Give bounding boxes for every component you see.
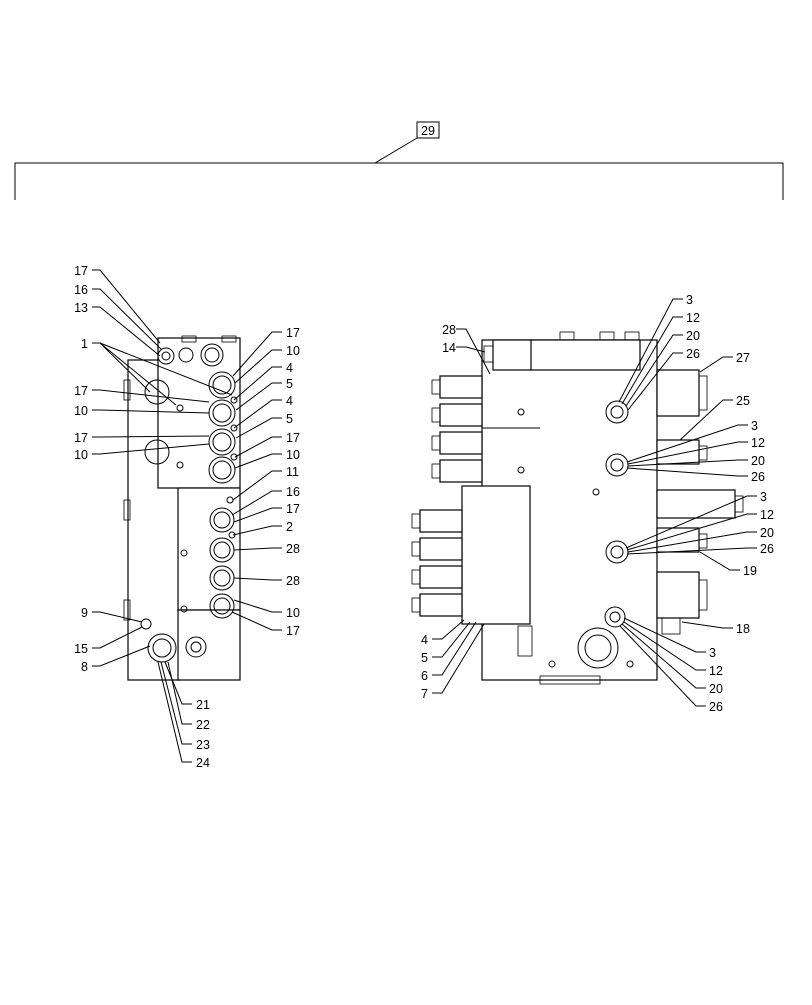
callout-label: 3 [709,646,716,660]
left-leaders [92,269,282,763]
callout-label: 17 [74,384,88,398]
callout-label: 10 [286,606,300,620]
callout-label: 20 [709,682,723,696]
callout-label: 22 [196,718,210,732]
callout-label: 26 [709,700,723,714]
callout-label: 15 [74,642,88,656]
left-valve-view: 17 16 13 1 17 10 17 10 17 10 4 5 4 5 17 … [74,264,300,770]
callout-label: 5 [286,377,293,391]
callout-label: 10 [74,448,88,462]
callout-label: 16 [74,283,88,297]
callout-label: 3 [751,419,758,433]
callout-label: 27 [736,351,750,365]
callout-label: 1 [81,337,88,351]
right-side-actuators [656,369,744,635]
callout-label: 24 [196,756,210,770]
callout-label: 3 [760,490,767,504]
left-callout-labels: 17 16 13 1 17 10 17 10 17 10 4 5 4 5 17 … [74,264,300,770]
callout-label: 20 [751,454,765,468]
callout-label: 12 [751,436,765,450]
right-valve-view: 28 14 3 12 20 26 27 25 3 12 20 26 3 12 2… [411,293,774,714]
callout-label: 26 [686,347,700,361]
callout-label: 11 [286,465,299,479]
callout-label: 28 [286,542,300,556]
callout-label: 25 [736,394,750,408]
callout-label: 17 [286,502,300,516]
callout-label: 13 [74,301,88,315]
callout-label: 26 [760,542,774,556]
callout-label: 17 [74,264,88,278]
callout-label: 17 [286,326,300,340]
callout-label: 4 [286,394,293,408]
callout-label: 28 [442,323,456,337]
callout-label: 10 [74,404,88,418]
callout-label: 3 [686,293,693,307]
callout-label: 5 [286,412,293,426]
callout-label: 6 [421,669,428,683]
callout-label: 4 [286,361,293,375]
callout-label: 17 [286,431,300,445]
right-lower-solenoids [411,509,463,617]
callout-label: 17 [74,431,88,445]
callout-label: 2 [286,520,293,534]
callout-label: 10 [286,448,300,462]
callout-label: 16 [286,485,300,499]
callout-label: 19 [743,564,757,578]
right-upper-solenoids [431,375,483,483]
assembly-callout-label: 29 [421,124,435,138]
callout-label: 7 [421,687,428,701]
callout-label: 20 [760,526,774,540]
callout-label: 12 [686,311,700,325]
assembly-bracket: 29 [14,121,784,200]
right-callout-labels: 28 14 3 12 20 26 27 25 3 12 20 26 3 12 2… [421,293,774,714]
callout-label: 20 [686,329,700,343]
callout-label: 4 [421,633,428,647]
callout-label: 5 [421,651,428,665]
callout-label: 17 [286,624,300,638]
callout-label: 9 [81,606,88,620]
callout-label: 18 [736,622,750,636]
callout-label: 26 [751,470,765,484]
callout-label: 23 [196,738,210,752]
callout-label: 21 [196,698,210,712]
callout-label: 14 [442,341,456,355]
callout-label: 10 [286,344,300,358]
right-leaders [432,298,757,707]
callout-label: 28 [286,574,300,588]
lower-solenoid-stack [209,496,236,619]
callout-label: 12 [709,664,723,678]
callout-label: 8 [81,660,88,674]
callout-label: 12 [760,508,774,522]
